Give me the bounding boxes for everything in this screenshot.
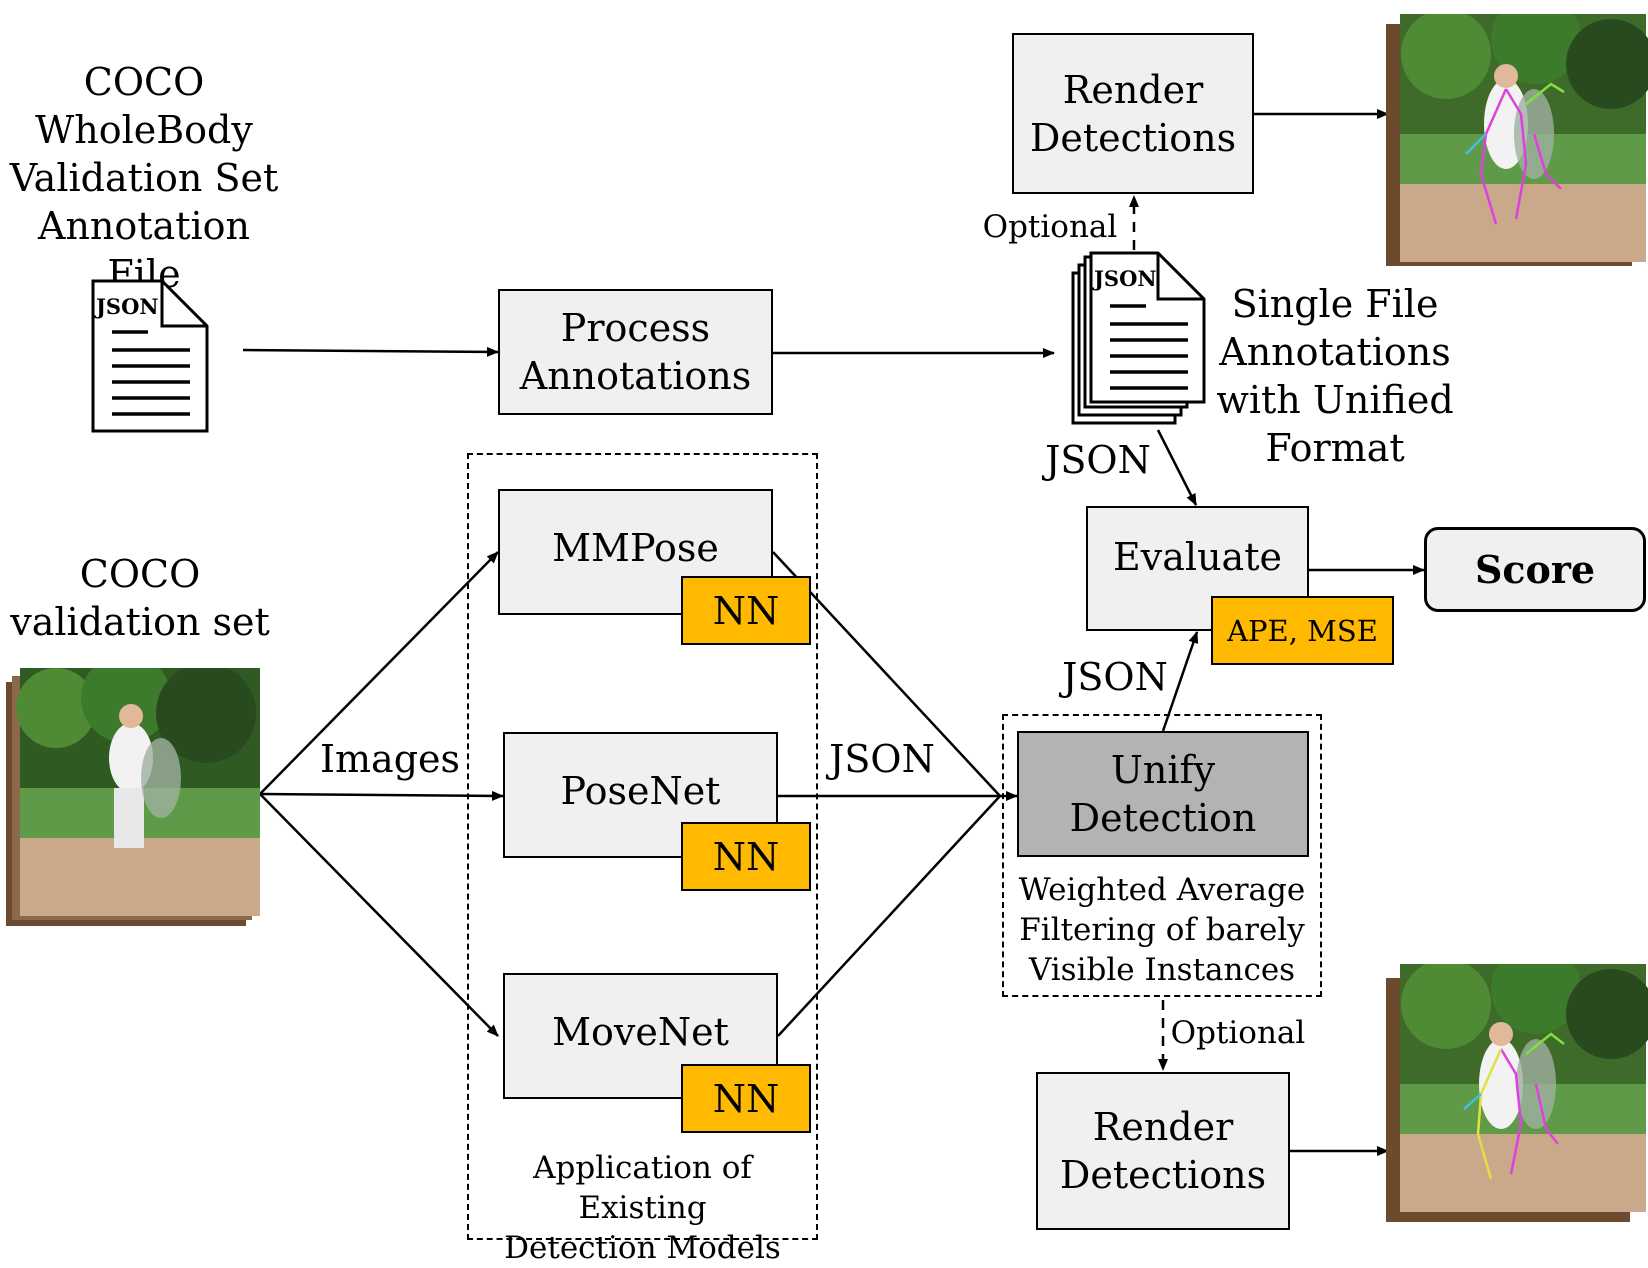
unify-detection-box[interactable]: Unify Detection: [1017, 731, 1309, 857]
mmpose-nn-tag: NN: [681, 576, 811, 645]
json-document-icon: JSON: [91, 279, 209, 433]
score-box[interactable]: Score: [1424, 527, 1646, 612]
json-stack-icon: JSON: [1071, 251, 1206, 425]
json-models-edge-label: JSON: [829, 737, 935, 781]
images-edge-label: Images: [320, 737, 461, 781]
rendered-detection-image-bottom: [1386, 964, 1648, 1222]
validation-image-stack: [6, 668, 260, 926]
unify-caption: Weighted Average Filtering of barely Vis…: [1018, 872, 1306, 988]
edge-images-to-movenet: [259, 793, 499, 1037]
json-unify-edge-label: JSON: [1062, 655, 1168, 699]
json-icon-label: JSON: [94, 294, 159, 319]
models-group-caption: Application of Existing Detection Models: [504, 1150, 781, 1266]
json-stack-label: JSON: [1092, 266, 1157, 291]
annotation-file-title: COCO WholeBody Validation Set Annotation…: [9, 60, 279, 296]
edge-movenet-to-unify: [777, 795, 1001, 1037]
render-detections-top-box[interactable]: Render Detections: [1012, 33, 1254, 194]
single-file-caption: Single File Annotations with Unified For…: [1216, 282, 1454, 470]
rendered-detection-image-top: [1386, 14, 1648, 266]
render-detections-bottom-box[interactable]: Render Detections: [1036, 1072, 1290, 1230]
edge-json-to-evaluate: [1156, 429, 1198, 506]
models-group: [467, 453, 818, 1240]
optional-top-label: Optional: [982, 209, 1118, 245]
edge-images-to-posenet: [259, 790, 504, 801]
movenet-nn-tag: NN: [681, 1064, 811, 1133]
optional-bottom-label: Optional: [1170, 1015, 1306, 1051]
json-to-evaluate-edge-label: JSON: [1045, 438, 1151, 482]
unify-group: [1002, 714, 1322, 997]
process-annotations-box[interactable]: Process Annotations: [498, 289, 773, 415]
validation-set-title: COCO validation set: [10, 552, 270, 644]
metrics-tag: APE, MSE: [1211, 596, 1394, 665]
mmpose-box[interactable]: MMPose: [498, 489, 773, 615]
edge-images-to-mmpose: [259, 551, 499, 795]
posenet-nn-tag: NN: [681, 822, 811, 891]
edge-file-to-process: [242, 346, 499, 357]
